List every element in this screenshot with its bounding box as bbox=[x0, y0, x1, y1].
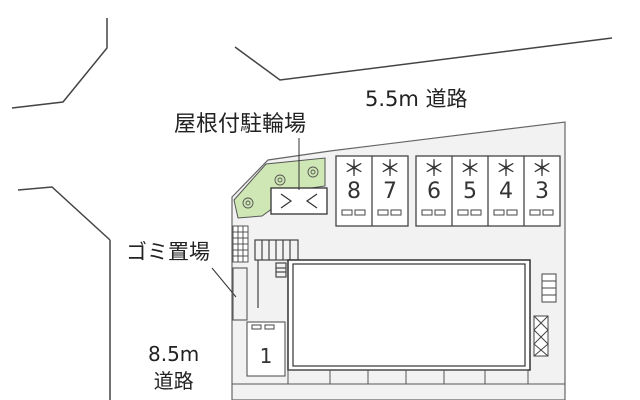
reserved-marker: ＊ bbox=[342, 157, 365, 182]
road-left-width: 8.5m bbox=[148, 342, 200, 366]
parking-number: 6 bbox=[427, 179, 441, 204]
reserved-marker: ＊ bbox=[422, 157, 445, 182]
side-structure bbox=[232, 267, 286, 377]
parking-space-5: ＊ 5 bbox=[452, 157, 488, 204]
parking-number: 3 bbox=[535, 179, 549, 204]
tree-icon bbox=[242, 166, 319, 209]
garbage-leader-line bbox=[211, 267, 237, 298]
road-left-label: 8.5m 道路 bbox=[148, 341, 199, 395]
parking-space-3: ＊ 3 bbox=[524, 157, 560, 204]
parking-space-8: ＊ 8 bbox=[336, 157, 372, 204]
utility-box-icon bbox=[533, 315, 549, 357]
reserved-marker: ＊ bbox=[494, 157, 517, 182]
road-top-label: 5.5m 道路 bbox=[365, 87, 468, 111]
reserved-marker: ＊ bbox=[378, 157, 401, 182]
parking-number: 4 bbox=[499, 179, 513, 204]
meter-box-icon bbox=[541, 273, 557, 303]
wheel-stops bbox=[341, 209, 554, 216]
road-left-name: 道路 bbox=[153, 369, 194, 393]
parking-space-7: ＊ 7 bbox=[372, 157, 408, 204]
garbage-area bbox=[232, 225, 249, 263]
entrance-canopy bbox=[254, 239, 299, 308]
walkway bbox=[287, 369, 529, 385]
road-edges bbox=[11, 18, 613, 400]
bicycle-parking bbox=[270, 187, 328, 215]
parking-number: 5 bbox=[463, 179, 477, 204]
parking-space-6: ＊ 6 bbox=[416, 157, 452, 204]
parking-number: 7 bbox=[383, 179, 397, 204]
apartment-building bbox=[287, 259, 531, 371]
reserved-marker: ＊ bbox=[530, 157, 553, 182]
garbage-area-label: ゴミ置場 bbox=[126, 240, 210, 264]
bicycle-parking-label: 屋根付駐輪場 bbox=[174, 112, 307, 137]
parking-number: 8 bbox=[347, 179, 361, 204]
reserved-marker: ＊ bbox=[458, 157, 481, 182]
parking-space-4: ＊ 4 bbox=[488, 157, 524, 204]
parking-space-1: 1 bbox=[259, 344, 273, 368]
